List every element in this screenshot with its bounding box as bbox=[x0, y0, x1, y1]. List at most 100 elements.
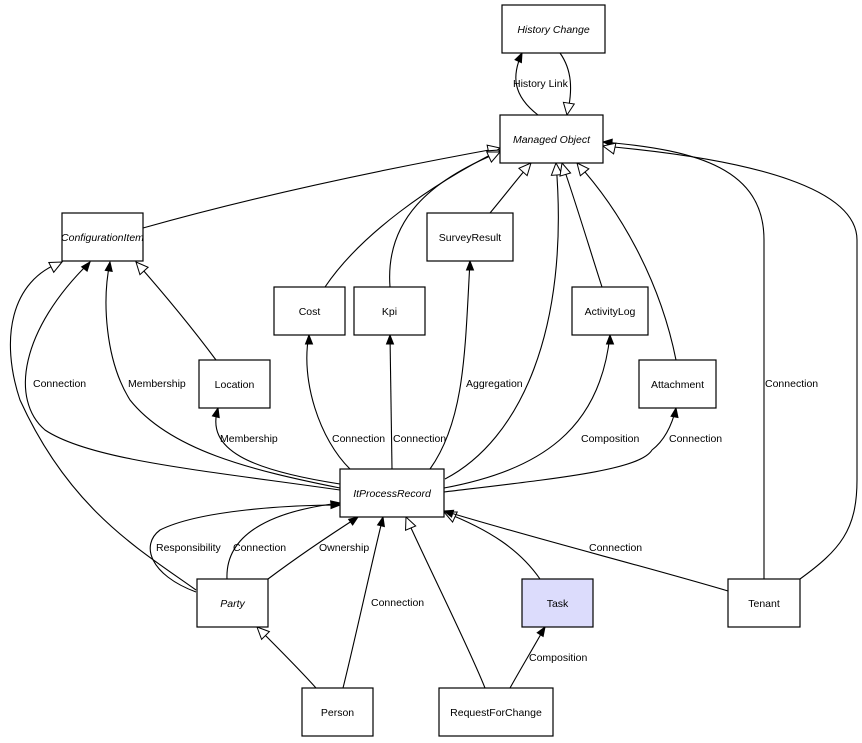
class-node-cost[interactable]: Cost bbox=[273, 286, 346, 336]
edge-it-process-record-to-managed-object[interactable] bbox=[444, 161, 564, 480]
edge-label: Membership bbox=[220, 433, 278, 445]
class-name: Tenant bbox=[748, 598, 780, 610]
edge-line[interactable] bbox=[105, 261, 341, 489]
edge-line[interactable] bbox=[443, 407, 677, 493]
edge-line[interactable] bbox=[443, 334, 611, 489]
edge-line[interactable] bbox=[142, 147, 501, 229]
class-box[interactable] bbox=[196, 578, 269, 628]
class-box[interactable] bbox=[353, 286, 426, 336]
association-arrowhead-icon bbox=[465, 259, 475, 271]
class-name: Managed Object bbox=[513, 134, 591, 146]
class-name: Attachment bbox=[651, 379, 704, 391]
edge-survey-result-to-managed-object[interactable] bbox=[489, 162, 532, 214]
edge-request-for-change-to-it-process-record[interactable] bbox=[405, 515, 486, 689]
edge-line[interactable] bbox=[443, 510, 729, 592]
class-name: Person bbox=[321, 707, 354, 719]
class-box[interactable] bbox=[499, 114, 604, 164]
edge-label: Connection bbox=[393, 433, 446, 445]
edge-line[interactable] bbox=[389, 334, 393, 470]
inheritance-arrowhead-icon bbox=[559, 161, 572, 177]
edge-line[interactable] bbox=[342, 516, 384, 689]
edge-task-to-it-process-record[interactable] bbox=[442, 511, 541, 580]
class-node-survey-result[interactable]: SurveyResult bbox=[426, 212, 514, 262]
association-arrowhead-icon bbox=[104, 260, 113, 273]
class-node-history-change[interactable]: History Change bbox=[501, 4, 606, 54]
edge-line[interactable] bbox=[602, 145, 858, 580]
edge-line[interactable] bbox=[215, 407, 341, 485]
class-box[interactable] bbox=[438, 687, 554, 737]
edge-line[interactable] bbox=[443, 511, 541, 580]
edge-line[interactable] bbox=[389, 151, 501, 288]
edge-it-process-record-to-location[interactable]: Membership bbox=[211, 406, 341, 485]
class-box[interactable] bbox=[273, 286, 346, 336]
edge-line[interactable] bbox=[561, 162, 603, 288]
edge-attachment-to-managed-object[interactable] bbox=[576, 162, 677, 361]
class-box[interactable] bbox=[339, 468, 445, 518]
class-node-managed-object[interactable]: Managed Object bbox=[499, 114, 604, 164]
class-box[interactable] bbox=[521, 578, 594, 628]
edge-it-process-record-to-kpi[interactable]: Connection bbox=[385, 333, 447, 470]
association-arrowhead-icon bbox=[514, 51, 523, 64]
edge-it-process-record-to-cost[interactable]: Connection bbox=[304, 333, 386, 470]
class-box[interactable] bbox=[501, 4, 606, 54]
class-node-request-for-change[interactable]: RequestForChange bbox=[438, 687, 554, 737]
edge-line[interactable] bbox=[576, 162, 677, 361]
class-node-person[interactable]: Person bbox=[301, 687, 374, 737]
edge-tenant-to-managed-object[interactable]: Connection bbox=[601, 138, 818, 579]
edge-person-to-it-process-record[interactable]: Connection bbox=[342, 515, 424, 689]
edge-tenant-to-it-process-record[interactable]: Connection bbox=[442, 509, 729, 592]
edge-label: Connection bbox=[589, 542, 642, 554]
edge-line[interactable] bbox=[444, 162, 559, 480]
edge-line[interactable] bbox=[602, 141, 765, 579]
edge-party-to-configuration-item[interactable] bbox=[9, 261, 197, 591]
edge-line[interactable] bbox=[25, 261, 341, 491]
class-box[interactable] bbox=[571, 286, 649, 336]
edge-it-process-record-to-configuration-item[interactable]: Connection bbox=[25, 260, 341, 491]
class-node-configuration-item[interactable]: ConfigurationItem bbox=[61, 212, 144, 262]
class-node-attachment[interactable]: Attachment bbox=[638, 359, 717, 409]
edge-label: History Link bbox=[513, 78, 569, 90]
edge-label: Connection bbox=[765, 378, 818, 390]
edge-line[interactable] bbox=[149, 504, 341, 593]
edge-party-to-it-process-record[interactable]: Ownership bbox=[267, 516, 369, 580]
class-node-kpi[interactable]: Kpi bbox=[353, 286, 426, 336]
class-node-party[interactable]: Party bbox=[196, 578, 269, 628]
edge-line[interactable] bbox=[405, 516, 486, 689]
association-arrowhead-icon bbox=[536, 625, 546, 638]
edge-line[interactable] bbox=[9, 261, 197, 591]
edge-kpi-to-managed-object[interactable] bbox=[389, 151, 502, 288]
association-arrowhead-icon bbox=[376, 515, 385, 528]
edge-line[interactable] bbox=[135, 261, 217, 361]
edge-label: Composition bbox=[581, 433, 640, 445]
edge-it-process-record-to-activity-log[interactable]: Composition bbox=[443, 333, 640, 489]
edge-tenant-to-managed-object[interactable] bbox=[601, 142, 858, 580]
edge-activity-log-to-managed-object[interactable] bbox=[559, 161, 603, 288]
edge-line[interactable] bbox=[306, 334, 351, 470]
edge-line[interactable] bbox=[267, 516, 359, 580]
edge-label: Composition bbox=[529, 652, 588, 664]
edge-it-process-record-to-configuration-item[interactable]: Membership bbox=[104, 260, 341, 489]
edge-it-process-record-to-attachment[interactable]: Connection bbox=[443, 406, 722, 493]
edge-line[interactable] bbox=[429, 260, 471, 470]
class-node-tenant[interactable]: Tenant bbox=[727, 578, 801, 628]
class-box[interactable] bbox=[198, 359, 271, 409]
class-node-task[interactable]: Task bbox=[521, 578, 594, 628]
edge-party-to-it-process-record[interactable]: Connection bbox=[226, 500, 342, 580]
class-node-location[interactable]: Location bbox=[198, 359, 271, 409]
edge-line[interactable] bbox=[226, 502, 341, 580]
class-box[interactable] bbox=[61, 212, 144, 262]
edge-location-to-configuration-item[interactable] bbox=[135, 261, 217, 361]
edge-line[interactable] bbox=[256, 626, 317, 689]
class-box[interactable] bbox=[426, 212, 514, 262]
edge-managed-object-to-history-change[interactable]: History Link bbox=[513, 51, 569, 116]
class-box[interactable] bbox=[638, 359, 717, 409]
class-node-activity-log[interactable]: ActivityLog bbox=[571, 286, 649, 336]
edge-person-to-party[interactable] bbox=[256, 626, 317, 689]
class-node-it-process-record[interactable]: ItProcessRecord bbox=[339, 468, 445, 518]
edge-history-change-to-managed-object[interactable] bbox=[559, 52, 576, 117]
class-box[interactable] bbox=[727, 578, 801, 628]
edge-it-process-record-to-survey-result[interactable]: Aggregation bbox=[429, 259, 523, 470]
class-box[interactable] bbox=[301, 687, 374, 737]
edge-request-for-change-to-task[interactable]: Composition bbox=[509, 625, 588, 689]
